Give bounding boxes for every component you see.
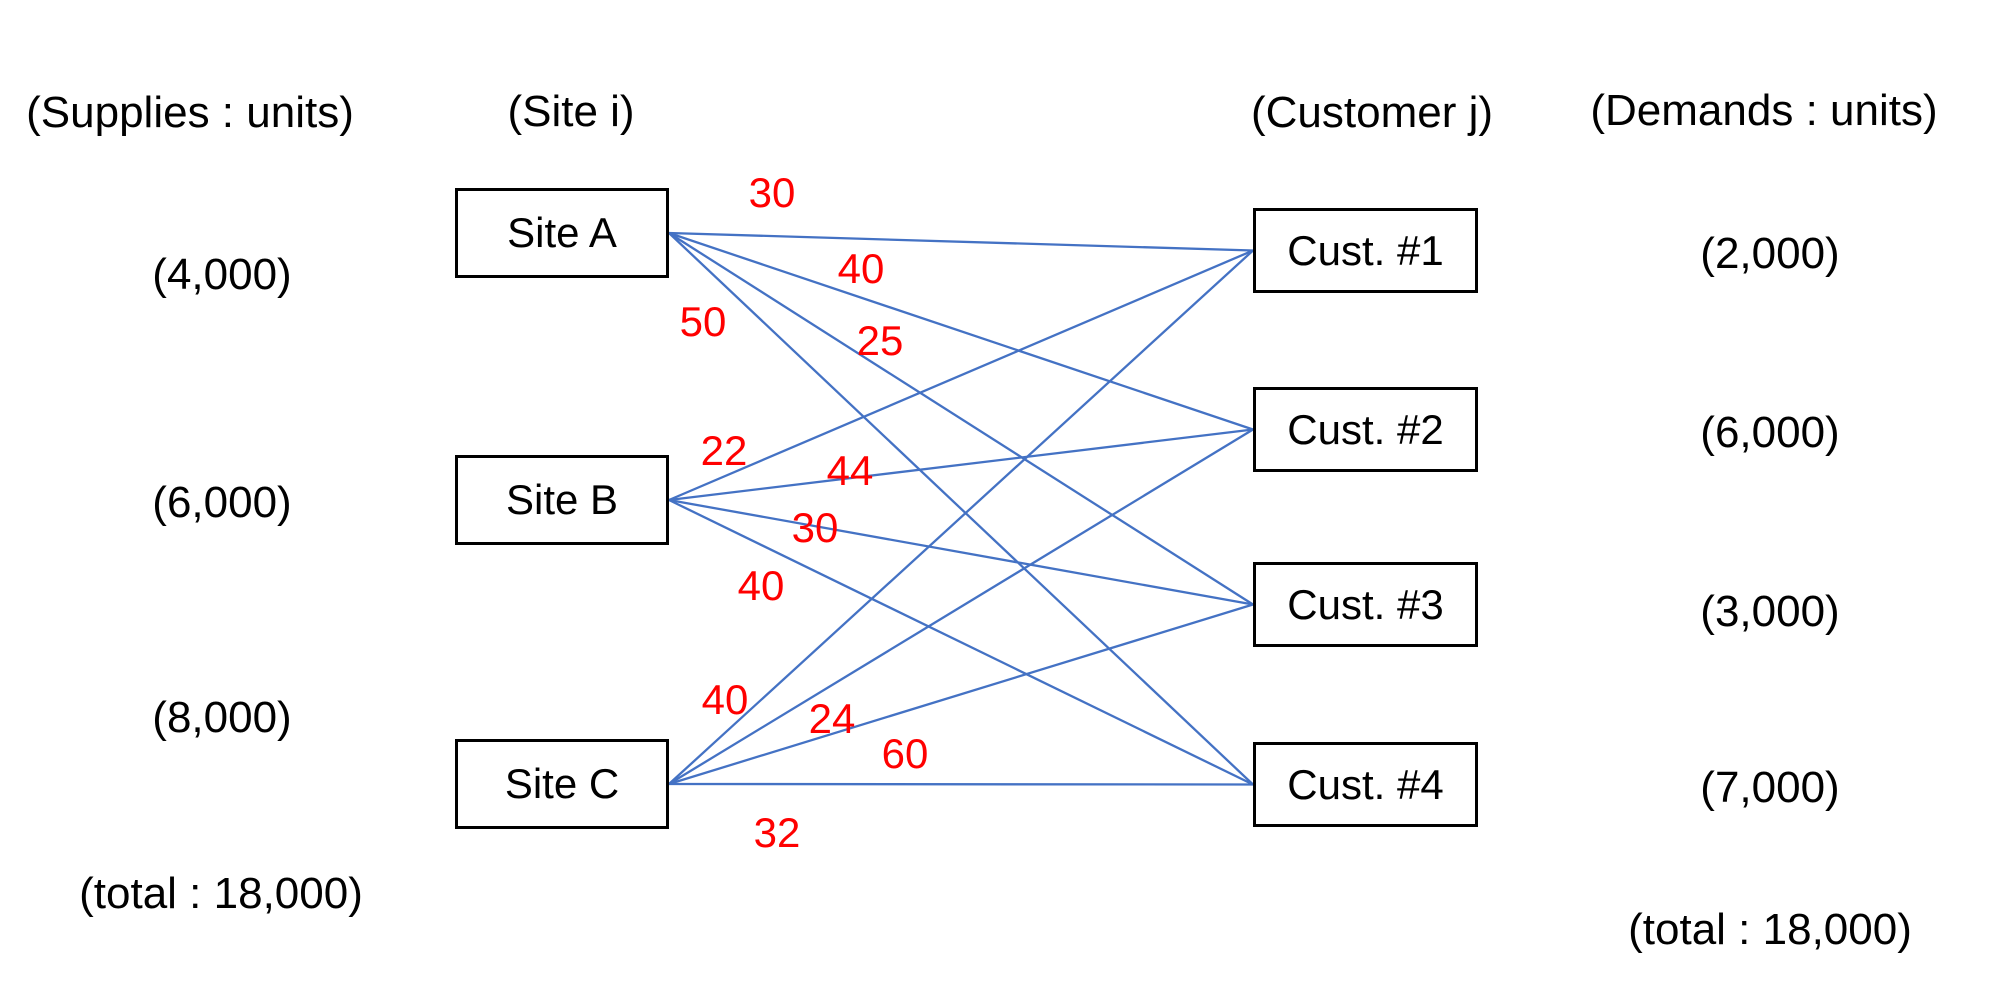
supply-label-c: (8,000): [152, 693, 292, 742]
cost-label-b-3: 30: [791, 504, 839, 551]
demand-label-1: (2,000): [1700, 229, 1840, 278]
edge-line-b-2: [668, 428, 1254, 502]
cost-label-c-2: 24: [808, 695, 856, 742]
supply-label-a: (4,000): [152, 250, 292, 299]
edge-line-b-1: [668, 249, 1254, 502]
edge-line-c-2: [668, 428, 1254, 785]
cost-label-c-1: 40: [701, 676, 749, 723]
site-box-c: Site C: [455, 739, 669, 829]
cost-label-a-4: 50: [679, 298, 727, 345]
supply-total-label: (total : 18,000): [79, 869, 363, 918]
site-column-header: (Site i): [507, 87, 635, 136]
edge-line-c-1: [668, 249, 1254, 785]
demand-label-3: (3,000): [1700, 587, 1840, 636]
edge-line-a-3: [668, 232, 1254, 606]
edge-line-b-4: [668, 498, 1254, 786]
edge-line-a-1: [668, 231, 1254, 252]
demand-total-label: (total : 18,000): [1628, 905, 1912, 954]
cost-label-b-2: 44: [826, 447, 874, 494]
edge-line-b-3: [668, 498, 1254, 606]
cost-label-b-1: 22: [700, 427, 748, 474]
cost-label-a-3: 25: [856, 317, 904, 364]
demand-label-4: (7,000): [1700, 763, 1840, 812]
supply-label-b: (6,000): [152, 478, 292, 527]
customer-box-4: Cust. #4: [1253, 742, 1478, 827]
cost-label-a-2: 40: [837, 245, 885, 292]
supplies-column-header: (Supplies : units): [26, 88, 354, 137]
site-box-a: Site A: [455, 188, 669, 278]
demand-label-2: (6,000): [1700, 408, 1840, 457]
edge-line-a-4: [668, 232, 1254, 786]
customer-box-2: Cust. #2: [1253, 387, 1478, 472]
edge-line-c-4: [668, 782, 1254, 786]
customer-column-header: (Customer j): [1250, 88, 1494, 137]
demands-column-header: (Demands : units): [1590, 86, 1938, 135]
customer-box-1: Cust. #1: [1253, 208, 1478, 293]
edge-line-c-3: [668, 603, 1254, 786]
site-box-b: Site B: [455, 455, 669, 545]
cost-label-b-4: 40: [737, 562, 785, 609]
customer-box-3: Cust. #3: [1253, 562, 1478, 647]
cost-label-c-4: 32: [753, 809, 801, 856]
cost-label-a-1: 30: [748, 169, 796, 216]
edge-line-a-2: [668, 231, 1254, 431]
cost-label-c-3: 60: [881, 730, 929, 777]
